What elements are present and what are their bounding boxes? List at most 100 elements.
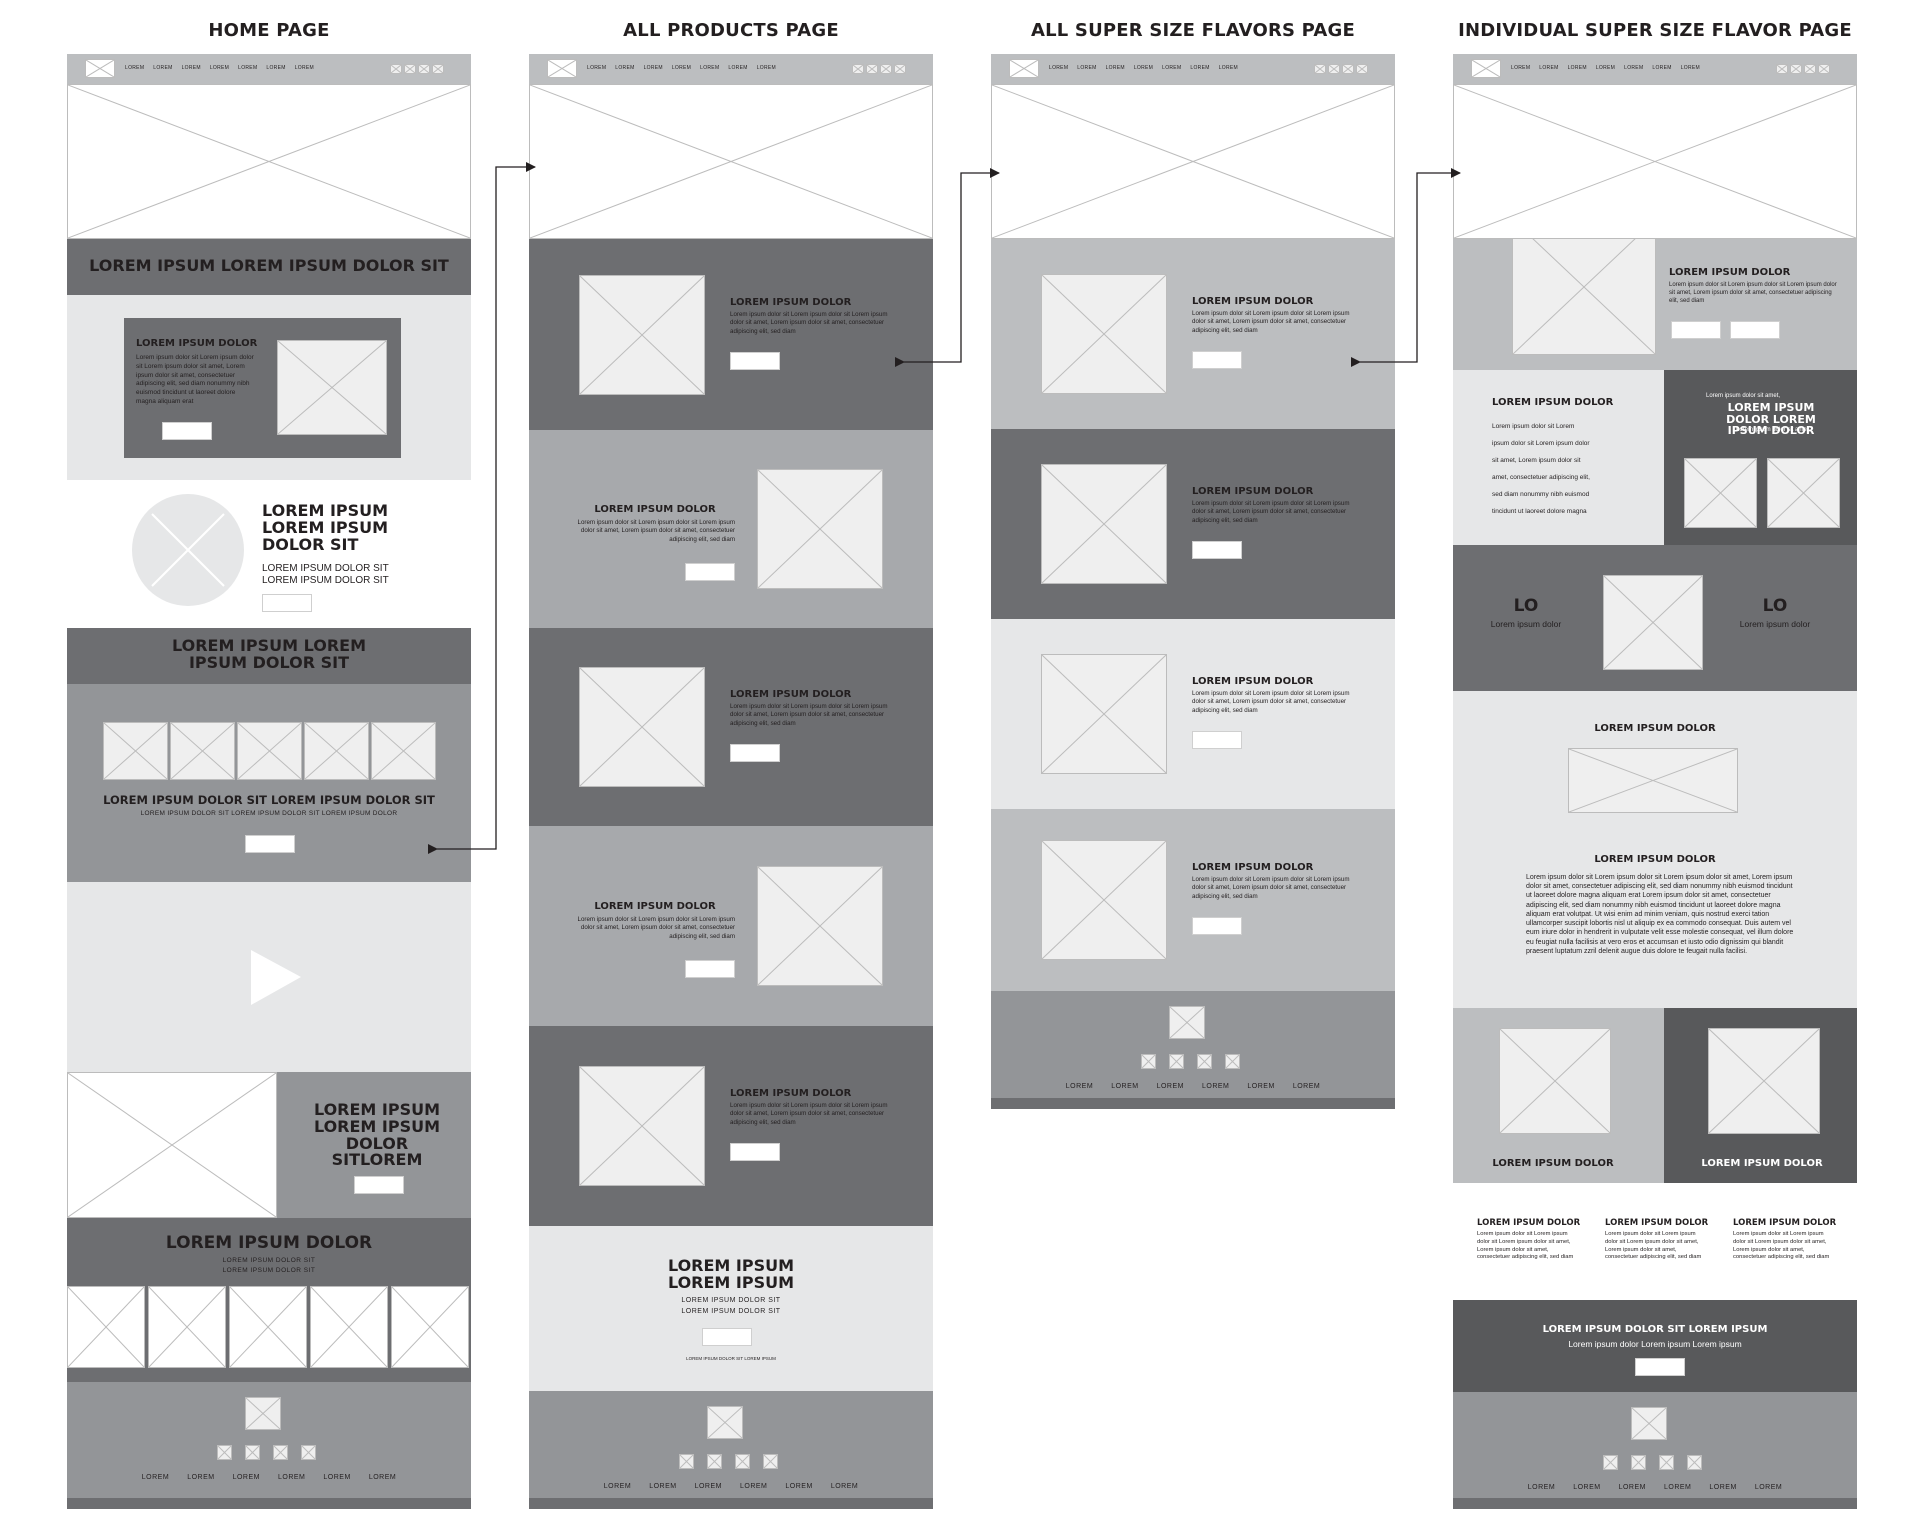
product-button[interactable] (730, 744, 780, 762)
products-page-wireframe: LOREM LOREM LOREM LOREM LOREM LOREM LOREM LORE… (529, 54, 933, 1509)
nav-link[interactable]: LOREM (125, 65, 145, 71)
product-button[interactable] (685, 563, 735, 581)
lo-right-title: LO (1762, 596, 1788, 616)
nav-link[interactable]: LOREM (728, 65, 748, 71)
image-placeholder (1512, 239, 1656, 355)
product-title: LOREM IPSUM DOLOR (594, 504, 716, 515)
footer-link[interactable]: LOREM (694, 1483, 722, 1490)
nav-link[interactable]: LOREM (1218, 65, 1238, 71)
footer-link[interactable]: LOREM (1527, 1484, 1556, 1491)
product-hero-button-2[interactable] (1730, 321, 1780, 339)
product-title: LOREM IPSUM DOLOR (730, 297, 852, 308)
footer-link[interactable]: LOREM (368, 1474, 397, 1481)
nav-link[interactable]: LOREM (1049, 65, 1069, 71)
footer-link[interactable]: LOREM (1065, 1083, 1094, 1090)
gallery-button[interactable] (245, 835, 295, 853)
footer-link[interactable]: LOREM (1292, 1083, 1321, 1090)
grid-images (67, 1286, 471, 1382)
nav-link[interactable]: LOREM (1511, 65, 1531, 71)
footer-link[interactable]: LOREM (1664, 1484, 1692, 1491)
flavor-title: LOREM IPSUM DOLOR (1192, 486, 1314, 497)
footer-link[interactable]: LOREM (1156, 1083, 1184, 1090)
footer-link[interactable]: LOREM (1754, 1484, 1783, 1491)
product-hero: LOREM IPSUM DOLOR Lorem ipsum dolor sit … (1453, 239, 1857, 370)
flavor-button[interactable] (1192, 351, 1242, 369)
hero-image (529, 84, 933, 239)
footer-link[interactable]: LOREM (1709, 1484, 1737, 1491)
footer-link[interactable]: LOREM (141, 1474, 170, 1481)
nav-icon-button (1342, 64, 1354, 74)
products-cta: LOREM IPSUM LOREM IPSUM LOREM IPSUM DOLO… (529, 1226, 933, 1391)
nav-link[interactable]: LOREM (181, 65, 201, 71)
products-cta-button[interactable] (702, 1328, 752, 1346)
footer-link[interactable]: LOREM (278, 1474, 306, 1481)
nav-link[interactable]: LOREM (1162, 65, 1182, 71)
footer-link[interactable]: LOREM (187, 1474, 215, 1481)
footer-link[interactable]: LOREM (1247, 1083, 1275, 1090)
nav-link[interactable]: LOREM (1680, 65, 1700, 71)
nav-link[interactable]: LOREM (238, 65, 258, 71)
footer-link[interactable]: LOREM (603, 1483, 632, 1490)
column-title: LOREM IPSUM DOLOR (1605, 1218, 1709, 1228)
nav-link[interactable]: LOREM (756, 65, 776, 71)
nav-icon-button (1790, 64, 1802, 74)
nav-link[interactable]: LOREM (1624, 65, 1644, 71)
footer-link[interactable]: LOREM (1202, 1083, 1230, 1090)
footer-link[interactable]: LOREM (649, 1483, 677, 1490)
nav-link[interactable]: LOREM (1567, 65, 1587, 71)
nav-link[interactable]: LOREM (671, 65, 692, 71)
circle-button[interactable] (262, 594, 312, 612)
footer-link[interactable]: LOREM (1573, 1484, 1601, 1491)
flavor-button[interactable] (1192, 731, 1242, 749)
footer-link[interactable]: LOREM (830, 1483, 859, 1490)
nav-link[interactable]: LOREM (700, 65, 720, 71)
flavor-image (1041, 464, 1167, 584)
detail-left-line: sit amet, Lorem ipsum dolor sit (1492, 457, 1581, 464)
footer-link[interactable]: LOREM (1618, 1484, 1646, 1491)
mid-title-1: LOREM IPSUM DOLOR (1594, 723, 1716, 734)
video-section (67, 882, 471, 1072)
product-hero-button-1[interactable] (1671, 321, 1721, 339)
nav-link[interactable]: LOREM (1105, 65, 1125, 71)
nav-icon-button (1818, 64, 1830, 74)
nav-link[interactable]: LOREM (266, 65, 286, 71)
product-button[interactable] (685, 960, 735, 978)
nav-link[interactable]: LOREM (1595, 65, 1616, 71)
nav-link[interactable]: LOREM (1190, 65, 1210, 71)
product-hero-title: LOREM IPSUM DOLOR (1669, 267, 1791, 278)
footer-link[interactable]: LOREM (740, 1483, 768, 1490)
nav-link[interactable]: LOREM (615, 65, 635, 71)
gallery-thumbnail (237, 722, 302, 780)
nav-link[interactable]: LOREM (1652, 65, 1672, 71)
split-button[interactable] (354, 1176, 404, 1194)
nav-link[interactable]: LOREM (643, 65, 663, 71)
nav-link[interactable]: LOREM (587, 65, 607, 71)
product-button[interactable] (730, 1143, 780, 1161)
nav-icon-button (1356, 64, 1368, 74)
footer-link[interactable]: LOREM (785, 1483, 813, 1490)
product-button[interactable] (730, 352, 780, 370)
footer-link[interactable]: LOREM (232, 1474, 260, 1481)
flavor-button[interactable] (1192, 541, 1242, 559)
flavor-button[interactable] (1192, 917, 1242, 935)
grid-thumbnail (391, 1286, 469, 1368)
play-icon[interactable] (251, 950, 301, 1005)
nav-link[interactable]: LOREM (1539, 65, 1559, 71)
individual-cta-button[interactable] (1635, 1358, 1685, 1376)
footer-logo-placeholder (1169, 1006, 1205, 1039)
product-image (579, 1066, 705, 1186)
nav-link[interactable]: LOREM (294, 65, 314, 71)
nav-link[interactable]: LOREM (209, 65, 230, 71)
image-placeholder (1603, 575, 1703, 670)
detail-right-title: LOREM IPSUM DOLOR LOREM IPSUM DOLOR (1726, 401, 1816, 438)
detail-left: LOREM IPSUM DOLOR Lorem ipsum dolor sit … (1453, 370, 1664, 545)
social-icon (735, 1454, 750, 1469)
product-image (757, 866, 883, 986)
nav-link[interactable]: LOREM (153, 65, 173, 71)
product-body: Lorem ipsum dolor sit Lorem ipsum dolor … (577, 519, 736, 543)
feature-card-button[interactable] (162, 422, 212, 440)
nav-link[interactable]: LOREM (1133, 65, 1154, 71)
nav-link[interactable]: LOREM (1077, 65, 1097, 71)
footer-link[interactable]: LOREM (323, 1474, 351, 1481)
footer-link[interactable]: LOREM (1111, 1083, 1139, 1090)
